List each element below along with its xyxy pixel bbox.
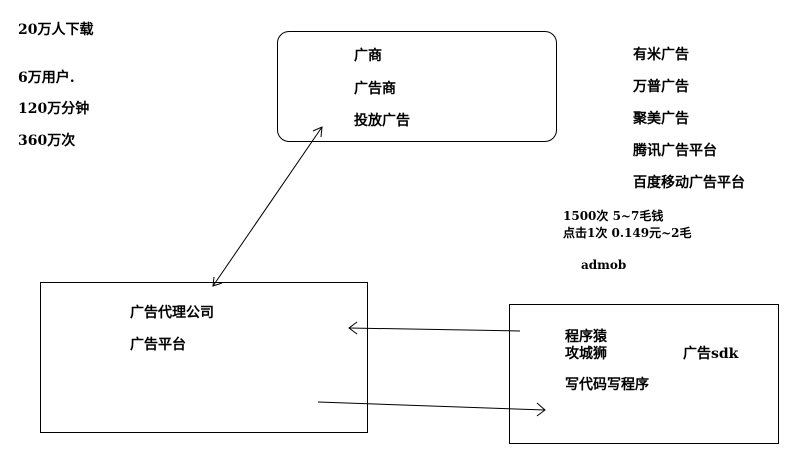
advertiser-label-3: 投放广告 (354, 113, 410, 129)
ad-platform-item: 百度移动广告平台 (633, 175, 745, 191)
developer-label-1: 程序猿 (565, 329, 607, 345)
stat-times: 360万次 (18, 133, 76, 149)
sdk-label: 广告sdk (683, 346, 739, 362)
pricing-click: 点击1次 0.149元~2毛 (563, 226, 692, 240)
advertiser-label-1: 广商 (354, 48, 382, 64)
connector-line-dev-to-agency (348, 327, 521, 332)
stat-users: 6万用户. (18, 70, 75, 86)
stat-minutes: 120万分钟 (18, 101, 90, 117)
ad-platform-item: 有米广告 (633, 47, 689, 63)
advertiser-label-2: 广告商 (354, 81, 396, 97)
stat-downloads: 20万人下载 (18, 22, 94, 38)
advertiser-box (277, 31, 557, 142)
agency-label-2: 广告平台 (130, 337, 186, 353)
admob-label: admob (581, 258, 627, 272)
connector-line-advertiser-agency (212, 126, 323, 287)
developer-label-2: 攻城狮 (565, 346, 607, 362)
agency-box (40, 282, 368, 433)
pricing-impressions: 1500次 5~7毛钱 (563, 209, 664, 223)
agency-label-1: 广告代理公司 (130, 305, 214, 321)
developer-box (509, 304, 779, 444)
ad-platform-item: 腾讯广告平台 (633, 143, 717, 159)
ad-platform-item: 万普广告 (633, 79, 689, 95)
developer-label-3: 写代码写程序 (565, 377, 649, 393)
ad-platform-item: 聚美广告 (633, 111, 689, 127)
